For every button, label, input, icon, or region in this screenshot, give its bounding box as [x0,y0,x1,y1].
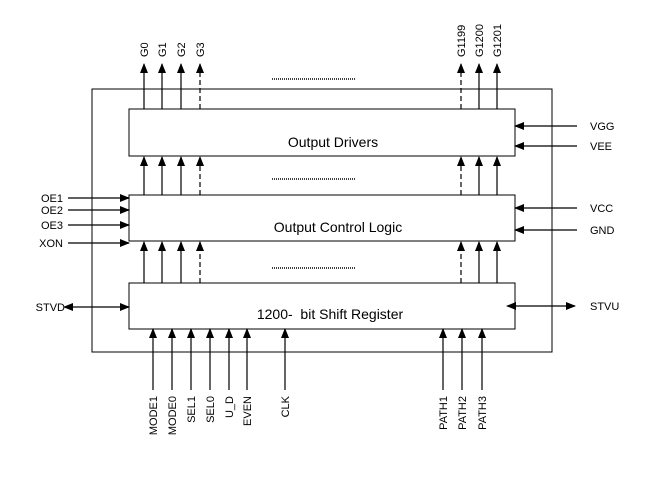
output-control-logic-label: Output Control Logic [274,219,402,235]
input-label-path1: PATH1 [438,396,450,430]
input-label-sel0: SEL0 [205,396,217,423]
output-label-g3: G3 [195,42,207,57]
input-label-vcc: VCC [590,203,613,215]
bidir-label-stvd: STVD [36,302,65,314]
shift-register-block: 1200- bit Shift Register [128,282,516,330]
output-label-g0: G0 [139,42,151,57]
input-label-oe3: OE3 [41,220,63,232]
output-label-g1199: G1199 [456,25,468,57]
output-control-logic-block: Output Control Logic [128,194,516,242]
input-label-xon: XON [39,238,63,250]
output-drivers-block: Output Drivers [128,108,516,157]
input-label-vee: VEE [590,141,612,153]
input-label-path3: PATH3 [477,396,489,430]
input-label-u-d: U_D [224,396,236,418]
input-label-even: EVEN [242,396,254,426]
input-label-vgg: VGG [590,121,614,133]
bidir-label-stvu: STVU [590,301,619,313]
input-label-oe1: OE1 [41,193,63,205]
shift-register-label: 1200- bit Shift Register [257,306,404,322]
input-label-mode0: MODE0 [167,396,179,435]
output-drivers-label: Output Drivers [288,134,378,150]
input-label-oe2: OE2 [41,205,63,217]
input-label-gnd: GND [590,225,615,237]
input-label-mode1: MODE1 [148,396,160,435]
input-label-sel1: SEL1 [186,396,198,423]
output-label-g1200: G1200 [474,24,486,57]
output-label-g1201: G1201 [492,24,504,57]
output-label-g1: G1 [157,42,169,57]
output-label-g2: G2 [176,42,188,57]
input-label-clk: CLK [280,395,292,417]
chip-outline [91,88,553,353]
input-label-path2: PATH2 [457,396,469,430]
